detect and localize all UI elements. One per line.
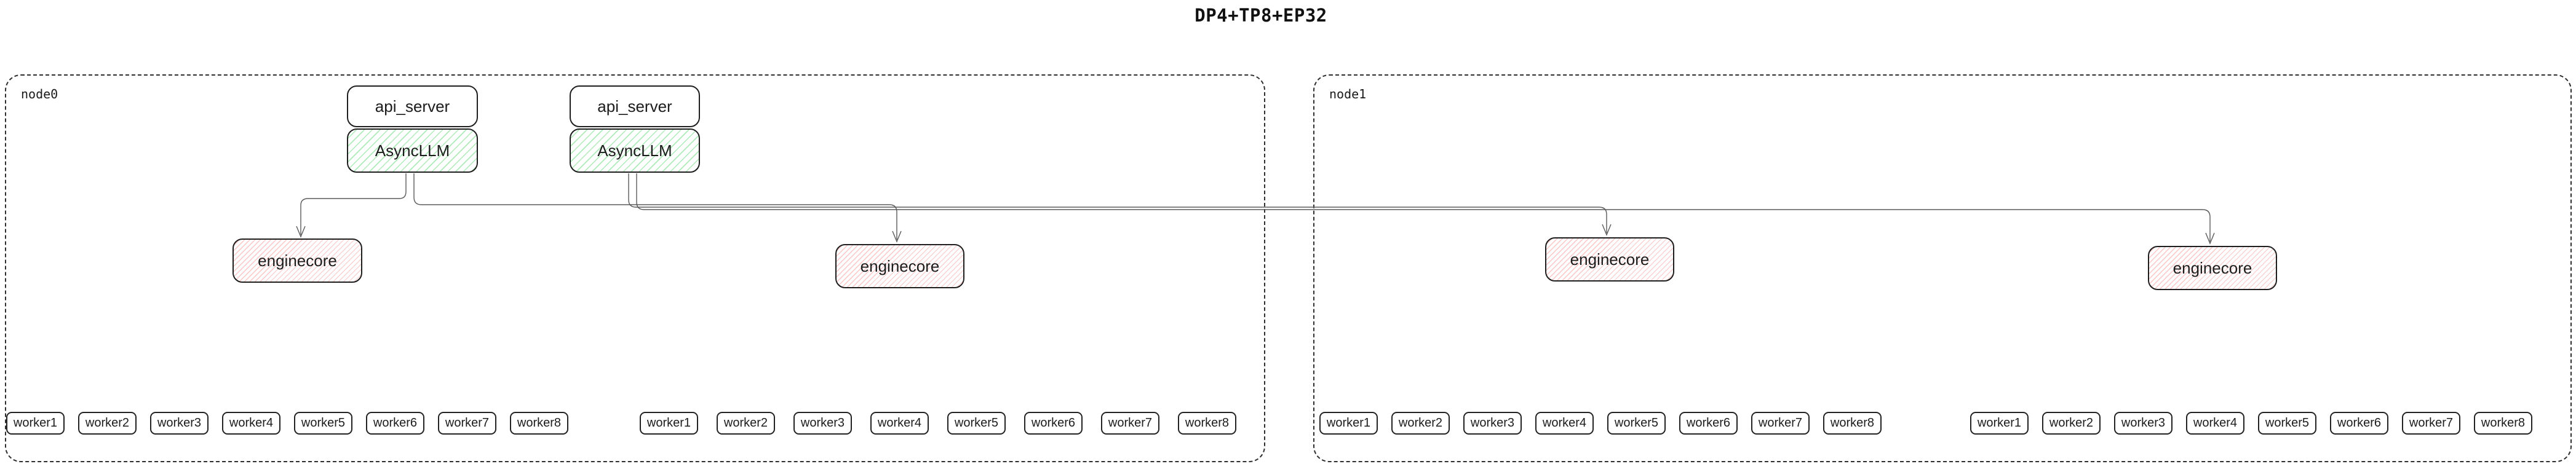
worker-box: worker6: [1024, 412, 1083, 435]
worker-box: worker1: [1970, 412, 2029, 435]
worker-box: worker3: [793, 412, 852, 435]
worker-box: worker7: [1751, 412, 1810, 435]
worker-box: worker5: [2258, 412, 2316, 435]
worker-box: worker4: [222, 412, 280, 435]
worker-group-node0-a: worker1 worker2 worker3 worker4 worker5 …: [6, 412, 568, 435]
arrowhead-enginecore4: [2205, 232, 2215, 245]
worker-box: worker6: [2330, 412, 2388, 435]
worker-box: worker5: [1607, 412, 1666, 435]
diagram-title: DP4+TP8+EP32: [1195, 5, 1327, 26]
asyncllm-box-1: AsyncLLM: [347, 128, 478, 173]
worker-box: worker3: [150, 412, 209, 435]
edge-asyncllm2-enginecore3: [628, 173, 1607, 233]
worker-box: worker8: [2474, 412, 2532, 435]
worker-box: worker3: [1463, 412, 1522, 435]
worker-box: worker2: [717, 412, 775, 435]
worker-box: worker3: [2114, 412, 2173, 435]
worker-box: worker1: [6, 412, 65, 435]
worker-group-node1-a: worker1 worker2 worker3 worker4 worker5 …: [1319, 412, 1882, 435]
worker-box: worker8: [1178, 412, 1236, 435]
worker-box: worker2: [2042, 412, 2101, 435]
api-server-box-1: api_server: [347, 85, 478, 127]
arrowhead-enginecore3: [1602, 224, 1612, 236]
node0-container: node0: [5, 74, 1265, 462]
worker-box: worker2: [78, 412, 137, 435]
node1-container: node1: [1313, 74, 2572, 462]
edge-asyncllm1-enginecore2: [413, 173, 897, 240]
worker-box: worker1: [640, 412, 698, 435]
enginecore-box-4: enginecore: [2148, 246, 2277, 290]
worker-group-node0-b: worker1 worker2 worker3 worker4 worker5 …: [640, 412, 1236, 435]
edge-asyncllm2-enginecore4: [636, 173, 2211, 242]
worker-box: worker4: [870, 412, 929, 435]
enginecore-box-2: enginecore: [835, 244, 964, 288]
arrowhead-enginecore2: [892, 231, 902, 243]
api-server-box-2: api_server: [570, 85, 700, 127]
worker-box: worker8: [1823, 412, 1882, 435]
worker-box: worker6: [366, 412, 424, 435]
arrowhead-enginecore1: [296, 226, 306, 238]
worker-box: worker4: [1535, 412, 1594, 435]
worker-box: worker6: [1679, 412, 1738, 435]
worker-box: worker7: [1101, 412, 1159, 435]
node0-label: node0: [21, 87, 58, 101]
edge-asyncllm1-enginecore1: [300, 173, 407, 235]
enginecore-box-3: enginecore: [1545, 237, 1674, 282]
worker-box: worker8: [510, 412, 568, 435]
worker-box: worker1: [1319, 412, 1378, 435]
worker-box: worker7: [438, 412, 496, 435]
worker-box: worker7: [2402, 412, 2460, 435]
worker-box: worker2: [1391, 412, 1450, 435]
worker-box: worker5: [947, 412, 1006, 435]
asyncllm-box-2: AsyncLLM: [570, 128, 700, 173]
worker-box: worker4: [2186, 412, 2244, 435]
worker-group-node1-b: worker1 worker2 worker3 worker4 worker5 …: [1970, 412, 2532, 435]
worker-box: worker5: [294, 412, 352, 435]
node1-label: node1: [1329, 87, 1367, 101]
enginecore-box-1: enginecore: [233, 238, 362, 283]
